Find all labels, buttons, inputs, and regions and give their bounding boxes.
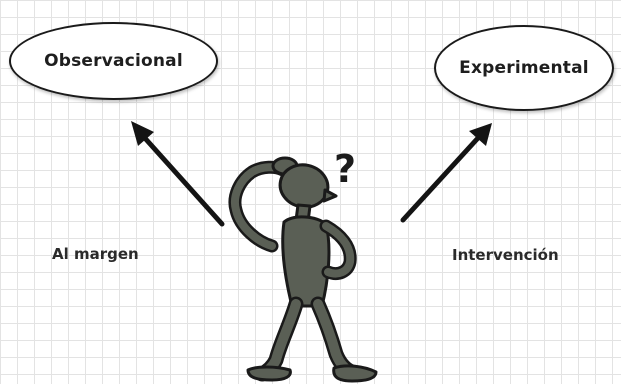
intervencion-label: Intervención [452, 246, 559, 264]
arrow-right [400, 123, 492, 223]
experimental-label: Experimental [459, 58, 589, 78]
observacional-node: Observacional [9, 22, 218, 100]
al-margen-label: Al margen [52, 245, 139, 263]
thinking-person-icon [228, 156, 378, 383]
question-mark: ? [334, 147, 356, 191]
experimental-node: Experimental [434, 25, 614, 111]
arrow-left [131, 121, 225, 227]
observacional-label: Observacional [44, 51, 183, 71]
